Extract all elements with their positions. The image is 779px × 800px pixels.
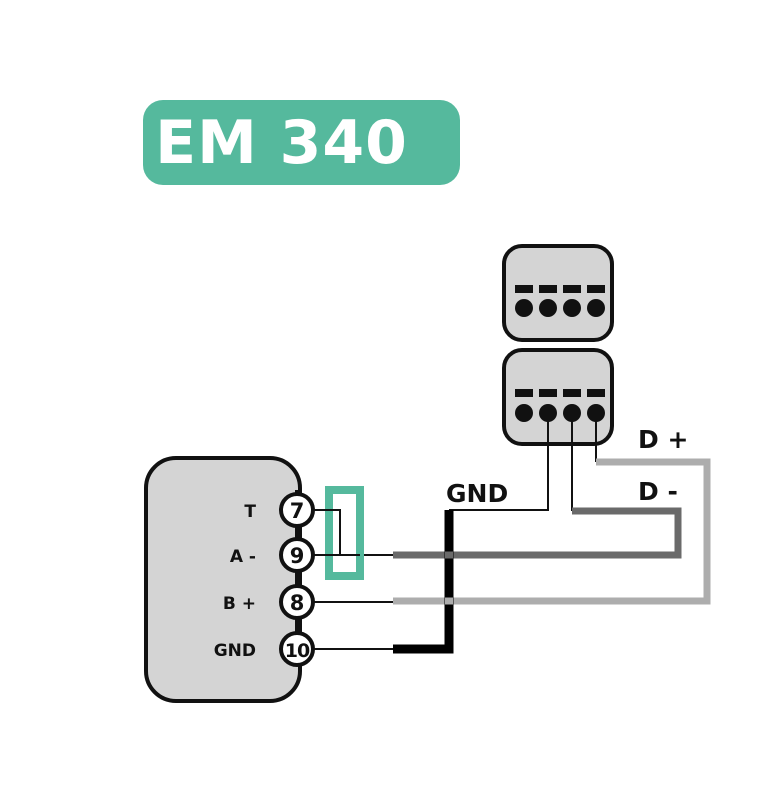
model-title: EM 340	[155, 107, 408, 178]
connector-lower	[502, 348, 614, 446]
terminal-number: 8	[290, 591, 305, 615]
meter-body	[144, 456, 302, 703]
terminal-number: 7	[290, 499, 305, 523]
terminal-label: T	[244, 502, 256, 522]
connector-upper-bars	[515, 285, 605, 293]
terminal-number: 9	[290, 544, 305, 568]
connector-upper	[502, 244, 614, 342]
terminal-number: 10	[285, 640, 310, 662]
terminal-7: 7 T	[244, 492, 315, 528]
terminal-label: B +	[223, 594, 256, 614]
pin-dot	[563, 299, 581, 317]
wire-label-d-plus: D +	[638, 425, 688, 454]
connector-upper-pins	[515, 299, 605, 317]
terminal-label: A -	[230, 547, 256, 567]
connector-lower-bars	[515, 389, 605, 397]
model-badge: EM 340	[143, 100, 460, 185]
pin-dot	[539, 299, 557, 317]
wire-label-d-minus: D -	[638, 477, 678, 506]
wire-d-minus	[393, 413, 682, 559]
terminal-8: 8 B +	[223, 584, 315, 620]
wire-d-plus	[393, 413, 711, 605]
wire-gnd-bus	[393, 413, 549, 654]
terminal-9: 9 A -	[230, 537, 315, 573]
wire-label-gnd: GND	[446, 479, 508, 508]
terminal-10: 10 GND	[214, 631, 315, 667]
pin-dot	[515, 299, 533, 317]
terminal-label: GND	[214, 641, 256, 661]
pin-dot	[587, 299, 605, 317]
pin-dot	[515, 404, 533, 422]
jumper	[313, 486, 364, 580]
